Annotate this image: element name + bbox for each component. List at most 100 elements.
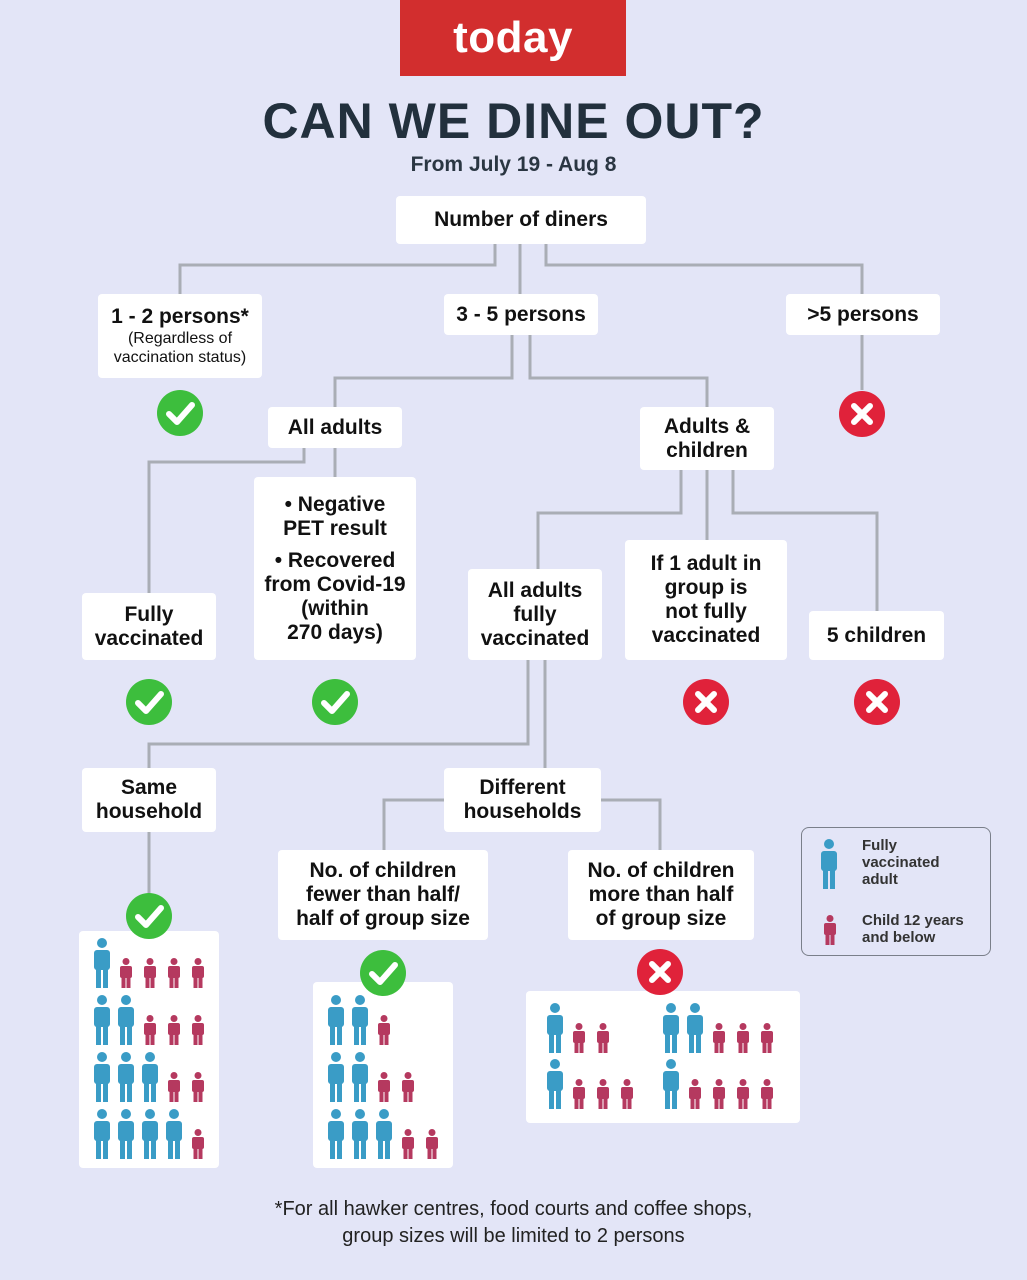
adult-figure xyxy=(547,1059,563,1109)
legend-line: and below xyxy=(862,929,936,946)
cross-icon xyxy=(839,391,885,437)
cross-icon xyxy=(637,949,683,995)
node-label: 3 - 5 persons xyxy=(456,302,586,326)
same-household-people-panel xyxy=(79,931,219,1168)
child-figure xyxy=(144,1015,156,1045)
today-logo: today xyxy=(400,0,626,76)
child-figure xyxy=(378,1015,390,1045)
check-icon xyxy=(312,679,358,725)
node-label-line: children xyxy=(666,438,748,462)
check-icon xyxy=(126,893,172,939)
node-label-line: All adults xyxy=(487,578,583,602)
bullet-recovered: • Recovered from Covid-19 (within 270 da… xyxy=(264,549,405,645)
node-more-than-five: >5 persons xyxy=(786,294,940,335)
node-label-line: No. of children xyxy=(587,859,735,882)
adult-figure xyxy=(547,1003,563,1053)
people-figures xyxy=(547,1003,773,1109)
cross-icon xyxy=(854,679,900,725)
node-label-line: Fully xyxy=(124,602,174,626)
legend: Fully vaccinated adult Child 12 years an… xyxy=(801,827,991,956)
adult-figure xyxy=(118,1052,134,1102)
child-figure xyxy=(761,1079,773,1109)
node-label-line: • Negative xyxy=(284,492,386,516)
child-figure xyxy=(737,1023,749,1053)
node-label: Number of diners xyxy=(434,208,608,231)
node-label-line: of group size xyxy=(595,907,727,930)
check-icon xyxy=(360,950,406,996)
node-label-line: vaccinated xyxy=(94,626,204,650)
adult-figure xyxy=(352,1109,368,1159)
adult-figure xyxy=(687,1003,703,1053)
child-figure xyxy=(573,1023,585,1053)
node-pet-or-recovered: • Negative PET result • Recovered from C… xyxy=(254,477,416,660)
legend-line: Fully xyxy=(862,837,898,854)
legend-line: adult xyxy=(862,871,898,888)
node-adults-and-children: Adults & children xyxy=(640,407,774,470)
child-figure xyxy=(402,1072,414,1102)
node-three-five-persons: 3 - 5 persons xyxy=(444,294,598,335)
people-figures xyxy=(94,938,204,1159)
child-figure xyxy=(824,915,836,945)
node-label-line: • Recovered xyxy=(274,548,396,572)
adult-figure xyxy=(821,839,837,889)
child-figure xyxy=(192,1072,204,1102)
child-figure xyxy=(426,1129,438,1159)
node-label-line: more than half xyxy=(588,883,734,906)
node-number-of-diners: Number of diners xyxy=(396,196,646,244)
child-figure xyxy=(689,1079,701,1109)
child-figure xyxy=(597,1023,609,1053)
node-fully-vaccinated: Fully vaccinated xyxy=(82,593,216,660)
child-figure xyxy=(573,1079,585,1109)
child-figure xyxy=(192,1129,204,1159)
node-label-line: Adults & xyxy=(663,414,751,438)
check-icon xyxy=(126,679,172,725)
child-figure xyxy=(120,958,132,988)
adult-figure xyxy=(142,1109,158,1159)
adult-figure xyxy=(328,1052,344,1102)
node-label-line: No. of children xyxy=(309,859,457,882)
node-children-more-than-half: No. of children more than half of group … xyxy=(568,850,754,940)
node-label-line: not fully xyxy=(665,600,747,623)
footnote-line: *For all hawker centres, food courts and… xyxy=(274,1198,753,1220)
node-label-line: household xyxy=(95,800,203,823)
child-icon xyxy=(824,915,836,945)
page-title: CAN WE DINE OUT? xyxy=(262,93,765,149)
footnote-line: group sizes will be limited to 2 persons xyxy=(342,1225,685,1247)
child-figure xyxy=(144,958,156,988)
adult-figure xyxy=(94,1052,110,1102)
adult-figure xyxy=(142,1052,158,1102)
legend-line: Child 12 years xyxy=(862,912,964,929)
check-icon xyxy=(157,390,203,436)
adult-figure xyxy=(328,1109,344,1159)
node-label-line: half of group size xyxy=(296,907,470,930)
node-same-household: Same household xyxy=(82,768,216,832)
child-figure xyxy=(192,958,204,988)
adult-figure xyxy=(352,1052,368,1102)
adult-figure xyxy=(328,995,344,1045)
child-figure xyxy=(737,1079,749,1109)
child-figure xyxy=(168,1072,180,1102)
adult-figure xyxy=(376,1109,392,1159)
node-one-two-persons: 1 - 2 persons* (Regardless of vaccinatio… xyxy=(98,294,262,378)
node-label-line: Same xyxy=(120,776,178,799)
child-figure xyxy=(621,1079,633,1109)
child-figure xyxy=(597,1079,609,1109)
adult-figure xyxy=(166,1109,182,1159)
node-label: All adults xyxy=(287,415,383,439)
node-all-adults-fully-vaccinated: All adults fully vaccinated xyxy=(468,569,602,660)
adult-figure xyxy=(663,1059,679,1109)
child-figure xyxy=(192,1015,204,1045)
child-figure xyxy=(713,1079,725,1109)
node-different-households: Different households xyxy=(444,768,601,832)
node-label: >5 persons xyxy=(807,302,919,326)
node-label-line: households xyxy=(463,800,582,823)
node-all-adults: All adults xyxy=(268,407,402,448)
node-label-line: Different xyxy=(479,776,566,799)
node-label-line: If 1 adult in xyxy=(650,552,762,575)
page-subtitle: From July 19 - Aug 8 xyxy=(410,153,617,176)
child-figure xyxy=(168,958,180,988)
legend-child-label: Child 12 years and below xyxy=(862,912,964,946)
legend-adult-label: Fully vaccinated adult xyxy=(862,837,940,888)
node-label-line: vaccinated xyxy=(651,624,761,647)
